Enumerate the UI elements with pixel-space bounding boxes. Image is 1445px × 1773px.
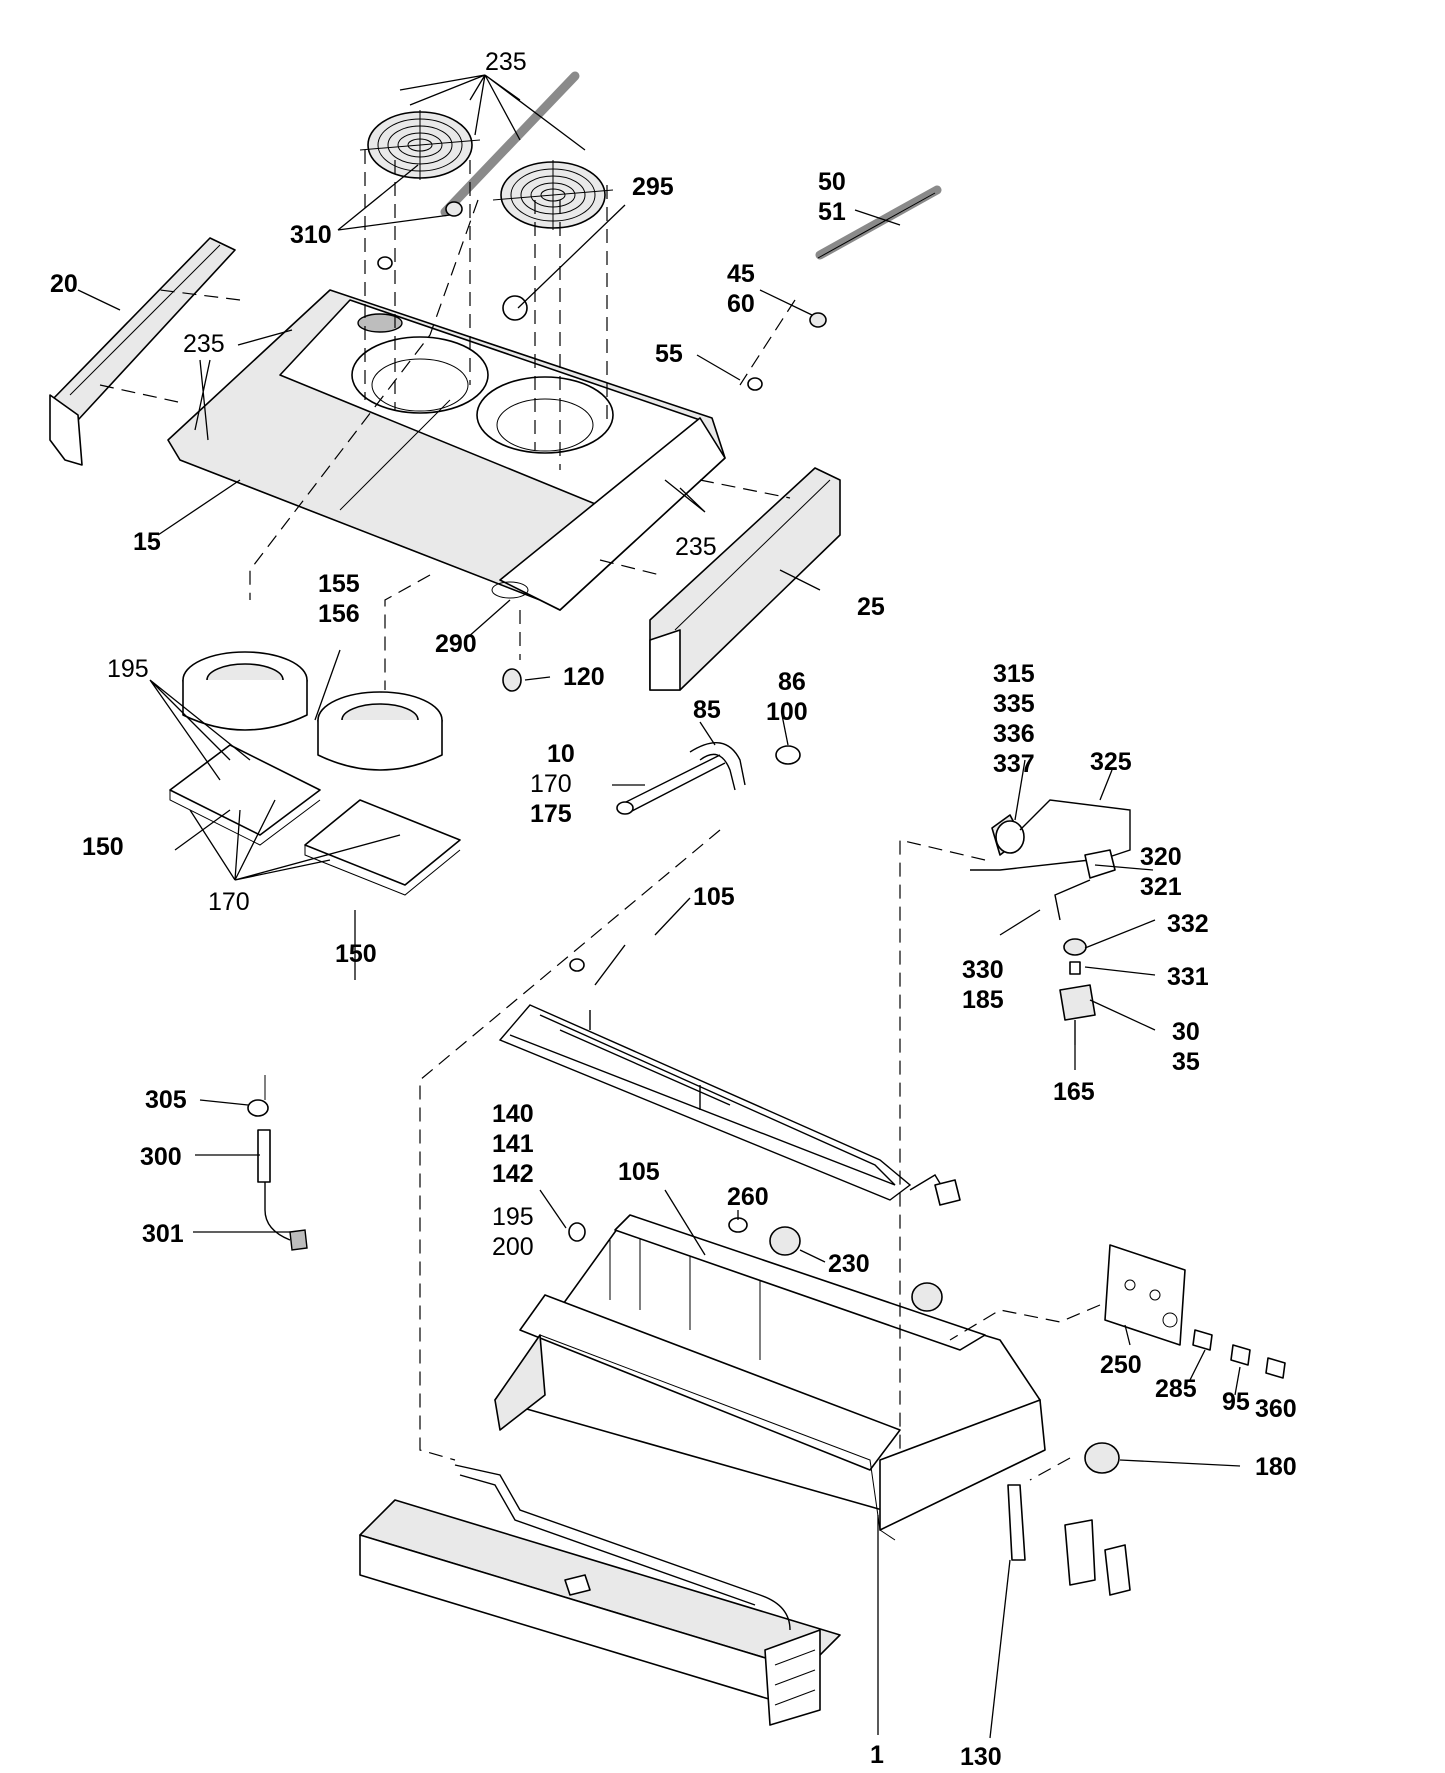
callout-195-blower: 195 — [107, 655, 149, 683]
callout-330: 330 — [962, 956, 1004, 984]
fan-guard-left — [359, 110, 481, 180]
callout-295: 295 — [632, 173, 674, 201]
callout-105-upper: 105 — [693, 883, 735, 911]
callout-86: 86 — [778, 668, 806, 696]
callout-15: 15 — [133, 528, 161, 556]
callout-141: 141 — [492, 1130, 534, 1158]
main-chassis — [494, 1214, 1046, 1541]
callout-180: 180 — [1255, 1453, 1297, 1481]
callout-170-bracket: 170 — [208, 888, 250, 916]
callout-85: 85 — [693, 696, 721, 724]
callout-105-lower: 105 — [618, 1158, 660, 1186]
callout-336: 336 — [993, 720, 1035, 748]
callout-337: 337 — [993, 750, 1035, 778]
control-plate — [1104, 1244, 1286, 1379]
callout-360: 360 — [1255, 1395, 1297, 1423]
callout-1: 1 — [870, 1741, 884, 1769]
callout-51: 51 — [818, 198, 846, 226]
callout-331: 331 — [1167, 963, 1209, 991]
callout-235-right: 235 — [675, 533, 717, 561]
callout-labels: 235 310 295 50 51 20 235 45 60 55 15 235… — [50, 48, 1297, 1771]
drain-fitting — [616, 742, 801, 815]
callout-305: 305 — [145, 1086, 187, 1114]
rod-right — [815, 185, 942, 260]
callout-50: 50 — [818, 168, 846, 196]
callout-235-left: 235 — [183, 330, 225, 358]
fan-guard-right — [492, 160, 614, 230]
small-components — [377, 201, 1131, 1596]
callout-30: 30 — [1172, 1018, 1200, 1046]
power-cord — [247, 1075, 308, 1251]
callout-285: 285 — [1155, 1375, 1197, 1403]
callout-60: 60 — [727, 290, 755, 318]
blower-wheel-left — [182, 651, 308, 731]
callout-301: 301 — [142, 1220, 184, 1248]
valve-assembly — [1059, 938, 1096, 1045]
callout-321: 321 — [1140, 873, 1182, 901]
side-trim-right — [649, 467, 841, 691]
tube-frame — [498, 944, 961, 1206]
callout-310: 310 — [290, 221, 332, 249]
callout-290: 290 — [435, 630, 477, 658]
callout-55: 55 — [655, 340, 683, 368]
motor-bracket-right — [304, 799, 461, 896]
callout-332: 332 — [1167, 910, 1209, 938]
callout-170-drain: 170 — [530, 770, 572, 798]
callout-260: 260 — [727, 1183, 769, 1211]
callout-142: 142 — [492, 1160, 534, 1188]
callout-150-left: 150 — [82, 833, 124, 861]
callout-235-top: 235 — [485, 48, 527, 76]
blower-wheel-right — [317, 691, 443, 771]
callout-250: 250 — [1100, 1351, 1142, 1379]
callout-100: 100 — [766, 698, 808, 726]
callout-45: 45 — [727, 260, 755, 288]
callout-195-chassis: 195 — [492, 1203, 534, 1231]
rod-left — [440, 71, 580, 217]
callout-185: 185 — [962, 986, 1004, 1014]
side-trim-left — [49, 237, 236, 466]
callout-140: 140 — [492, 1100, 534, 1128]
callout-200: 200 — [492, 1233, 534, 1261]
coil-assembly — [359, 1464, 841, 1726]
callout-25: 25 — [857, 593, 885, 621]
callout-315: 315 — [993, 660, 1035, 688]
callout-150-right: 150 — [335, 940, 377, 968]
callout-230: 230 — [828, 1250, 870, 1278]
callout-130: 130 — [960, 1743, 1002, 1771]
callout-10: 10 — [547, 740, 575, 768]
callout-156: 156 — [318, 600, 360, 628]
callout-165: 165 — [1053, 1078, 1095, 1106]
control-tubing — [970, 799, 1131, 921]
callout-155: 155 — [318, 570, 360, 598]
callout-95: 95 — [1222, 1388, 1250, 1416]
callout-320: 320 — [1140, 843, 1182, 871]
leader-lines — [77, 74, 1241, 1739]
callout-175: 175 — [530, 800, 572, 828]
callout-35: 35 — [1172, 1048, 1200, 1076]
dashed-centerlines — [99, 150, 1101, 1481]
callout-335: 335 — [993, 690, 1035, 718]
motor-bracket-left — [169, 744, 321, 846]
callout-325: 325 — [1090, 748, 1132, 776]
callout-120: 120 — [563, 663, 605, 691]
callout-20: 20 — [50, 270, 78, 298]
top-cover — [167, 289, 726, 611]
callout-300: 300 — [140, 1143, 182, 1171]
